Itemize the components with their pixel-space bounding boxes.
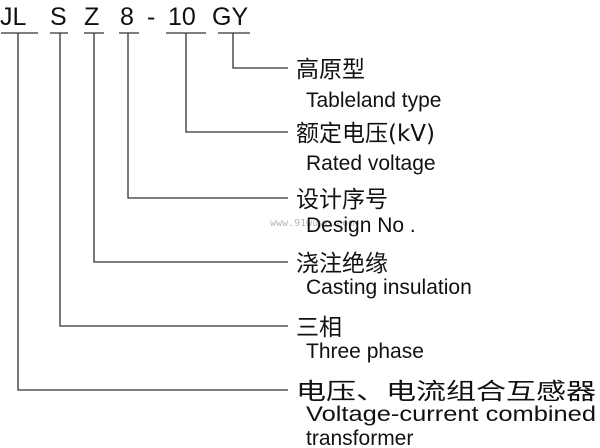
label-10-en: Rated voltage	[306, 152, 436, 175]
model-code: JL S Z 8 - 10 GY	[0, 3, 248, 31]
label-s-zh: 三相	[296, 315, 342, 341]
label-z: 浇注绝缘 Casting insulation	[296, 251, 472, 299]
watermark: www.91wuye.com	[270, 218, 354, 229]
code-segment-10: 10	[168, 3, 196, 31]
connector-10	[185, 33, 288, 133]
code-segment-jl: JL	[0, 3, 27, 31]
label-z-zh: 浇注绝缘	[296, 251, 388, 277]
label-10-zh: 额定电压(kV)	[296, 121, 435, 147]
label-gy-en: Tableland type	[306, 89, 441, 112]
code-segment-dash: -	[147, 3, 155, 31]
connector-jl	[17, 33, 288, 391]
connector-gy	[232, 33, 288, 69]
label-z-en: Casting insulation	[306, 276, 472, 299]
connector-lines	[17, 33, 288, 391]
connector-s	[59, 33, 288, 327]
label-gy: 高原型 Tableland type	[296, 57, 441, 112]
label-jl: 电压、电流组合互感器 Voltage-current combined tran…	[296, 379, 596, 448]
label-10: 额定电压(kV) Rated voltage	[296, 121, 436, 175]
label-8: 设计序号 Design No .	[296, 187, 416, 237]
label-jl-en-line2: transformer	[306, 427, 413, 448]
connector-z	[93, 33, 288, 263]
label-8-zh: 设计序号	[296, 187, 388, 213]
code-segment-s: S	[50, 3, 67, 31]
label-s: 三相 Three phase	[296, 315, 424, 363]
label-gy-zh: 高原型	[296, 57, 365, 83]
label-jl-en: Voltage-current combined	[306, 403, 596, 426]
code-segment-8: 8	[120, 3, 134, 31]
label-jl-zh: 电压、电流组合互感器	[296, 379, 596, 405]
label-s-en: Three phase	[306, 340, 424, 363]
code-segment-z: Z	[84, 3, 99, 31]
code-segment-gy: GY	[212, 3, 248, 31]
label-8-en: Design No .	[306, 214, 416, 237]
connector-8	[127, 33, 288, 199]
